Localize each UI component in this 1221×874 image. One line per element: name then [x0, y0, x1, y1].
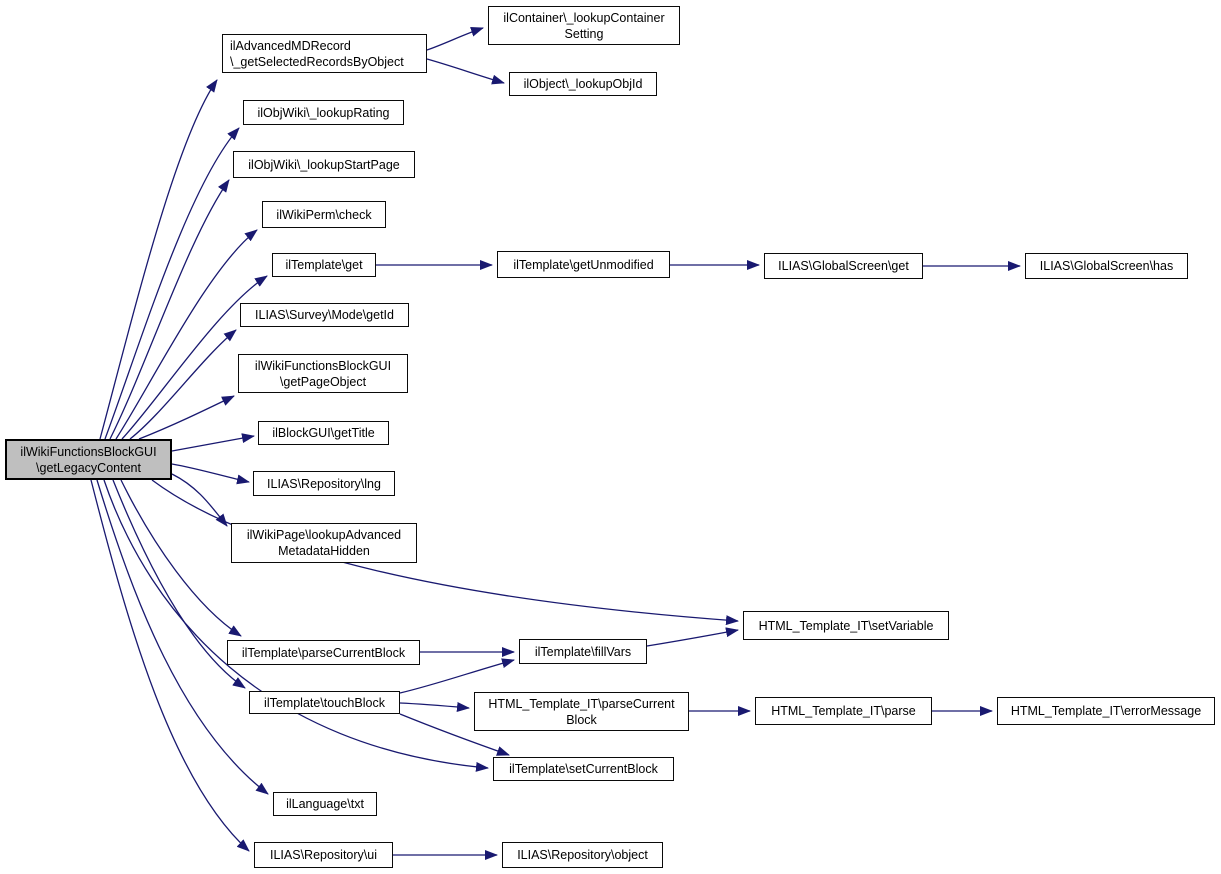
node-wikiperm-check[interactable]: ilWikiPerm\check [262, 201, 386, 228]
node-label: ilWikiFunctionsBlockGUI [254, 358, 392, 373]
node-label: HTML_Template_IT\setVariable [758, 618, 934, 633]
node-label: ilLanguage\txt [286, 797, 364, 811]
node-label: Setting [564, 26, 604, 41]
node-label: ilObjWiki\_lookupRating [257, 105, 390, 120]
node-label: ilTemplate\touchBlock [264, 695, 385, 710]
node-htmlit-errorMessage[interactable]: HTML_Template_IT\errorMessage [997, 697, 1215, 725]
node-template-get[interactable]: ilTemplate\get [272, 253, 376, 277]
node-object-lookupObjId[interactable]: ilObject\_lookupObjId [509, 72, 657, 96]
edge-getLegacyContent--getPageObject [138, 395, 235, 440]
node-objwiki-lookupStartPage[interactable]: ilObjWiki\_lookupStartPage [233, 151, 415, 178]
node-label: ilObject\_lookupObjId [523, 77, 643, 91]
node-label: ilWikiFunctionsBlockGUI [20, 444, 157, 459]
edge-getLegacyContent--template-get [121, 275, 268, 440]
node-label: ILIAS\Survey\Mode\getId [255, 308, 394, 322]
edge-getLegacyContent--wikiperm-check [115, 229, 258, 440]
node-htmlit-setVariable[interactable]: HTML_Template_IT\setVariable [743, 611, 949, 640]
node-label: ilBlockGUI\getTitle [272, 426, 375, 440]
node-label: ilAdvancedMDRecord [230, 38, 351, 53]
node-globalscreen-has[interactable]: ILIAS\GlobalScreen\has [1025, 253, 1188, 279]
node-globalscreen-get[interactable]: ILIAS\GlobalScreen\get [764, 253, 923, 279]
edge-getLegacyContent--repository-ui [90, 479, 250, 852]
edge-getLegacyContent--template-setCurrentBlock [103, 479, 489, 772]
node-repository-object[interactable]: ILIAS\Repository\object [502, 842, 663, 868]
node-label: ilWikiPerm\check [276, 207, 372, 222]
node-template-getUnmodified[interactable]: ilTemplate\getUnmodified [497, 251, 670, 278]
node-label: ilObjWiki\_lookupStartPage [248, 157, 400, 172]
edge-getLegacyContent--template-parseCurrentBlock [120, 479, 242, 637]
node-label: ilTemplate\setCurrentBlock [509, 762, 658, 776]
node-label: ilTemplate\getUnmodified [513, 257, 654, 272]
node-getLegacyContent: ilWikiFunctionsBlockGUI\getLegacyContent [5, 439, 172, 480]
node-label: HTML_Template_IT\parseCurrent [488, 696, 675, 711]
node-blockgui-getTitle[interactable]: ilBlockGUI\getTitle [258, 421, 389, 445]
node-label: ilTemplate\get [285, 258, 363, 272]
edge-getLegacyContent--htmlit-setVariable [151, 479, 739, 626]
node-objwiki-lookupRating[interactable]: ilObjWiki\_lookupRating [243, 100, 404, 125]
edge-getLegacyContent--template-touchBlock [112, 479, 246, 689]
edge-getLegacyContent--objwiki-lookupStartPage [109, 179, 230, 440]
node-label: ilTemplate\fillVars [534, 644, 632, 659]
node-label: HTML_Template_IT\parse [771, 704, 916, 718]
edge-advmd-getSelectedRecordsByObject--container-lookupContainerSetting [426, 27, 484, 51]
node-getPageObject[interactable]: ilWikiFunctionsBlockGUI\getPageObject [238, 354, 408, 393]
edge-getLegacyContent--objwiki-lookupRating [104, 127, 240, 440]
node-label: MetadataHidden [278, 544, 370, 558]
edge-getLegacyContent--language-txt [96, 479, 269, 795]
node-label: \_getSelectedRecordsByObject [230, 54, 404, 69]
node-repository-ui[interactable]: ILIAS\Repository\ui [254, 842, 393, 868]
node-template-setCurrentBlock[interactable]: ilTemplate\setCurrentBlock [493, 757, 674, 781]
edge-template-fillVars--htmlit-setVariable [646, 627, 739, 647]
edge-getLegacyContent--blockgui-getTitle [171, 433, 255, 452]
edge-template-touchBlock--htmlit-parseCurrentBlock [399, 701, 470, 712]
node-label: ILIAS\Repository\object [517, 848, 648, 862]
edge-template-touchBlock--template-fillVars [399, 658, 515, 694]
node-advmd-getSelectedRecordsByObject[interactable]: ilAdvancedMDRecord\_getSelectedRecordsBy… [222, 34, 427, 73]
node-label: HTML_Template_IT\errorMessage [1010, 704, 1202, 718]
node-label: ilTemplate\parseCurrentBlock [241, 645, 406, 660]
node-template-fillVars[interactable]: ilTemplate\fillVars [519, 639, 647, 664]
node-label: Block [566, 712, 597, 727]
node-template-parseCurrentBlock[interactable]: ilTemplate\parseCurrentBlock [227, 640, 420, 665]
node-label: ilContainer\_lookupContainer [503, 10, 665, 25]
node-survey-mode-getId[interactable]: ILIAS\Survey\Mode\getId [240, 303, 409, 327]
edge-getLegacyContent--survey-mode-getId [129, 329, 237, 440]
node-label: ILIAS\GlobalScreen\has [1039, 259, 1174, 273]
edge-template-touchBlock--template-setCurrentBlock [399, 713, 510, 756]
node-label: ILIAS\Repository\ui [270, 848, 377, 862]
node-language-txt[interactable]: ilLanguage\txt [273, 792, 377, 816]
edge-getLegacyContent--advmd-getSelectedRecordsByObject [99, 79, 218, 440]
edge-advmd-getSelectedRecordsByObject--object-lookupObjId [426, 58, 505, 85]
node-label: ILIAS\Repository\lng [267, 476, 381, 491]
node-htmlit-parse[interactable]: HTML_Template_IT\parse [755, 697, 932, 725]
node-repository-lng[interactable]: ILIAS\Repository\lng [253, 471, 395, 496]
edge-getLegacyContent--repository-lng [171, 463, 250, 485]
node-label: \getLegacyContent [36, 460, 141, 475]
node-label: ilWikiPage\lookupAdvanced [246, 528, 402, 542]
node-label: ILIAS\GlobalScreen\get [778, 259, 909, 273]
node-template-touchBlock[interactable]: ilTemplate\touchBlock [249, 691, 400, 714]
node-label: \getPageObject [279, 374, 367, 389]
